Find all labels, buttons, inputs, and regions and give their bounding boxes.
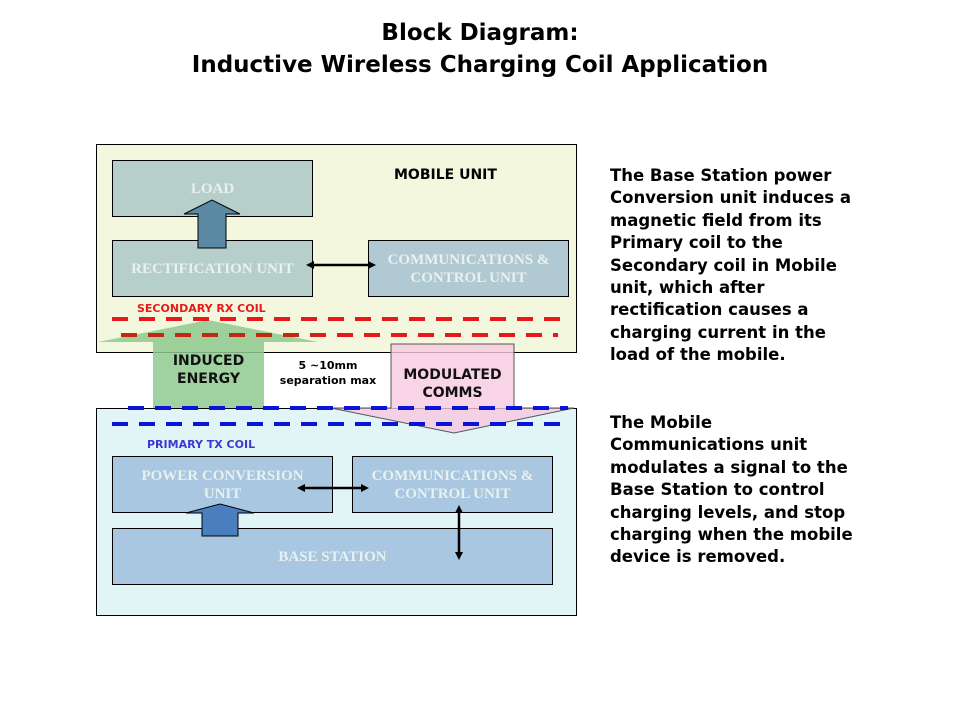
primary-tx-coil-label: PRIMARY TX COIL [147,438,256,451]
mobile-comms-label-line1: COMMUNICATIONS & [387,251,550,268]
separation-line1: 5 ~10mm [298,359,358,372]
modulated-comms-label: MODULATED COMMS [391,366,514,402]
mobile-double-arrow-right [368,261,376,269]
separation-label: 5 ~10mm separation max [266,358,390,388]
rectification-unit-label: RECTIFICATION UNIT [131,260,294,277]
rectification-to-load-arrow [183,199,241,249]
induced-energy-label: INDUCED ENERGY [153,352,264,388]
mobile-double-arrow-left [306,261,314,269]
power-conversion-label-line1: POWER CONVERSION [141,467,304,484]
base-comms-control-block: COMMUNICATIONS & CONTROL UNIT [352,456,553,513]
induced-energy-line1: INDUCED [172,353,245,369]
base-station-label: BASE STATION [278,548,387,565]
power-conversion-label-line2: UNIT [203,485,242,502]
title-line-2: Inductive Wireless Charging Coil Applica… [191,52,769,78]
secondary-rx-coil-label: SECONDARY RX COIL [137,302,266,315]
title-line-1: Block Diagram: [381,20,579,46]
modulated-comms-line2: COMMS [422,385,483,401]
base-to-power-arrow [185,503,255,537]
load-label: LOAD [190,180,235,197]
mobile-unit-label: MOBILE UNIT [394,167,497,183]
induced-energy-line2: ENERGY [177,371,240,387]
separation-line2: separation max [279,374,377,387]
base-comms-label-line1: COMMUNICATIONS & [371,467,534,484]
vertical-double-arrow-bottom [455,552,463,560]
base-comms-label-line2: CONTROL UNIT [394,485,511,502]
mobile-comms-control-block: COMMUNICATIONS & CONTROL UNIT [368,240,569,297]
mobile-comms-label-line2: CONTROL UNIT [410,269,527,286]
vertical-double-arrow-top [455,505,463,513]
rectification-unit-block: RECTIFICATION UNIT [112,240,313,297]
modulated-comms-line1: MODULATED [403,367,502,383]
power-conversion-unit-block: POWER CONVERSION UNIT [112,456,333,513]
base-double-arrow-left [297,484,305,492]
description-paragraph-2: The Mobile Communications unit modulates… [610,413,853,567]
base-station-block: BASE STATION [112,528,553,585]
induced-energy-arrow [98,320,318,408]
description-paragraph-1: The Base Station power Conversion unit i… [610,166,851,365]
base-double-arrow-right [361,484,369,492]
